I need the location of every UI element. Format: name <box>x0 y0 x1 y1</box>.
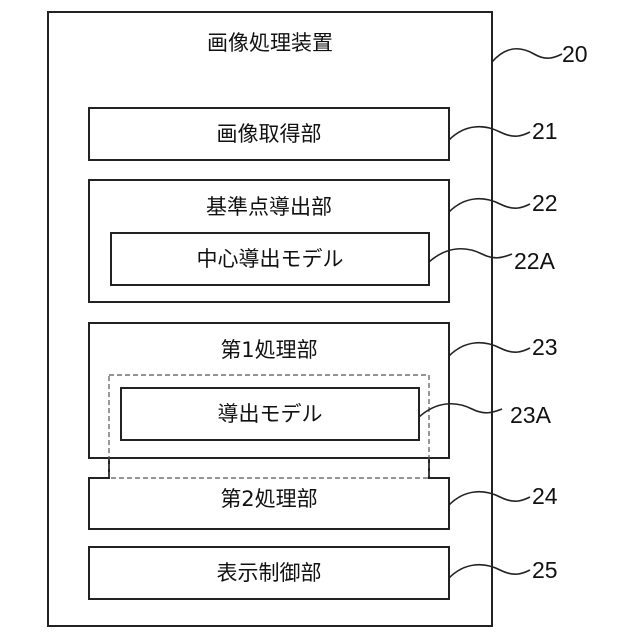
derivation-model-label: 導出モデル <box>218 402 323 426</box>
second-processing-ref-number: 24 <box>532 483 558 509</box>
derivation-model-ref-number: 23A <box>510 402 552 428</box>
center-model-ref-number: 22A <box>514 248 556 274</box>
center-derivation-model-label: 中心導出モデル <box>197 247 344 271</box>
image-acquisition-unit-label: 画像取得部 <box>217 122 322 146</box>
image-processing-device-box <box>48 12 492 626</box>
display-control-unit-label: 表示制御部 <box>217 561 322 585</box>
first-processing-unit-label: 第1処理部 <box>220 338 317 362</box>
display-control-ref-number: 25 <box>532 557 558 583</box>
image-acquisition-ref-number: 21 <box>532 118 558 144</box>
device-leader-line <box>492 49 562 62</box>
device-ref-number: 20 <box>562 41 588 67</box>
reference-point-unit-label: 基準点導出部 <box>206 195 332 219</box>
reference-point-ref-number: 22 <box>532 190 558 216</box>
device-title: 画像処理装置 <box>207 31 333 55</box>
second-processing-unit-label: 第2処理部 <box>220 487 317 511</box>
first-processing-ref-number: 23 <box>532 334 558 360</box>
